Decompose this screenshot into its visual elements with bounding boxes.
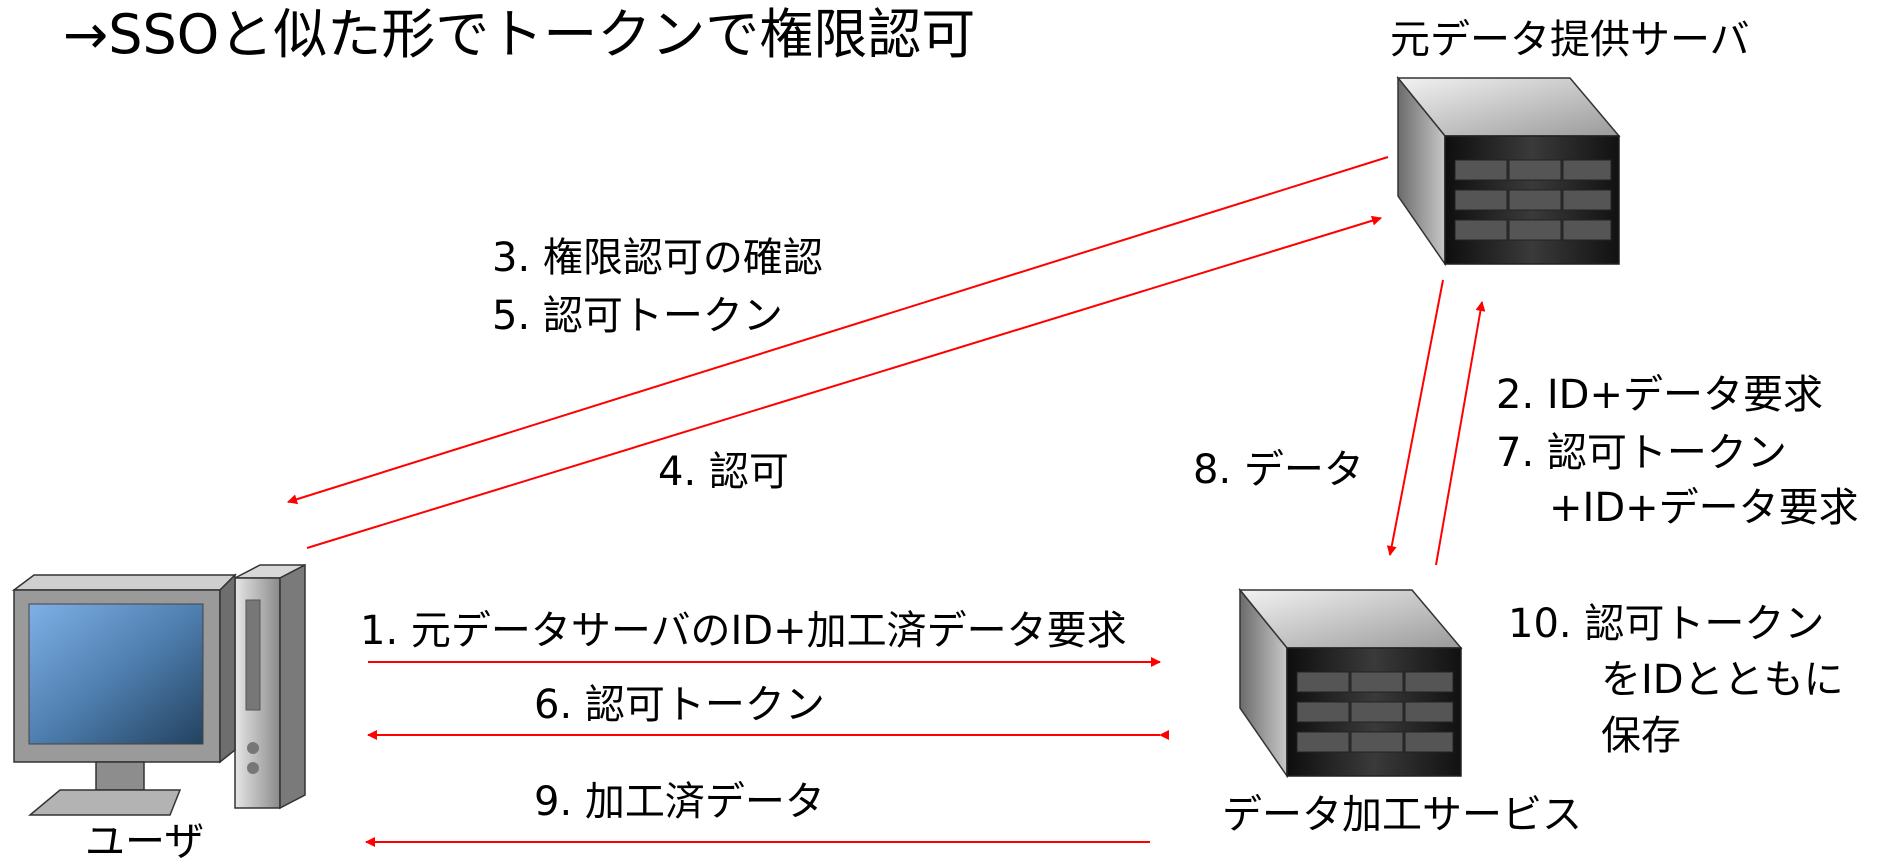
- step10-line3-label: 保存: [1601, 713, 1681, 759]
- step2-label: 2. ID+データ要求: [1496, 372, 1823, 418]
- step8-label: 8. データ: [1193, 447, 1364, 493]
- processing-server-icon: [1238, 587, 1463, 779]
- page-title: →SSOと似た形でトークンで権限認可: [63, 3, 976, 66]
- processing-service-label: データ加工サービス: [1222, 792, 1582, 838]
- step7-continuation-label: +ID+データ要求: [1549, 485, 1859, 531]
- user-pc-icon: [11, 563, 306, 816]
- step6-label: 6. 認可トークン: [534, 682, 825, 728]
- arrow-step3-5: [287, 156, 1389, 505]
- step5-label: 5. 認可トークン: [492, 293, 783, 339]
- step10-line2-label: をIDとともに: [1601, 657, 1844, 703]
- arrow-step2-7: [1435, 301, 1486, 566]
- user-label: ユーザ: [85, 819, 205, 865]
- step3-label: 3. 権限認可の確認: [492, 235, 823, 281]
- step10-label: 10. 認可トークン: [1508, 601, 1825, 647]
- step4-label: 4. 認可: [658, 449, 789, 495]
- arrow-step4: [306, 215, 1382, 549]
- step1-label: 1. 元データサーバのID+加工済データ要求: [360, 608, 1127, 654]
- source-server-icon: [1396, 75, 1621, 267]
- arrow-step8: [1386, 279, 1444, 556]
- step9-label: 9. 加工済データ: [534, 779, 825, 825]
- source-server-label: 元データ提供サーバ: [1390, 17, 1750, 63]
- step7-label: 7. 認可トークン: [1496, 430, 1787, 476]
